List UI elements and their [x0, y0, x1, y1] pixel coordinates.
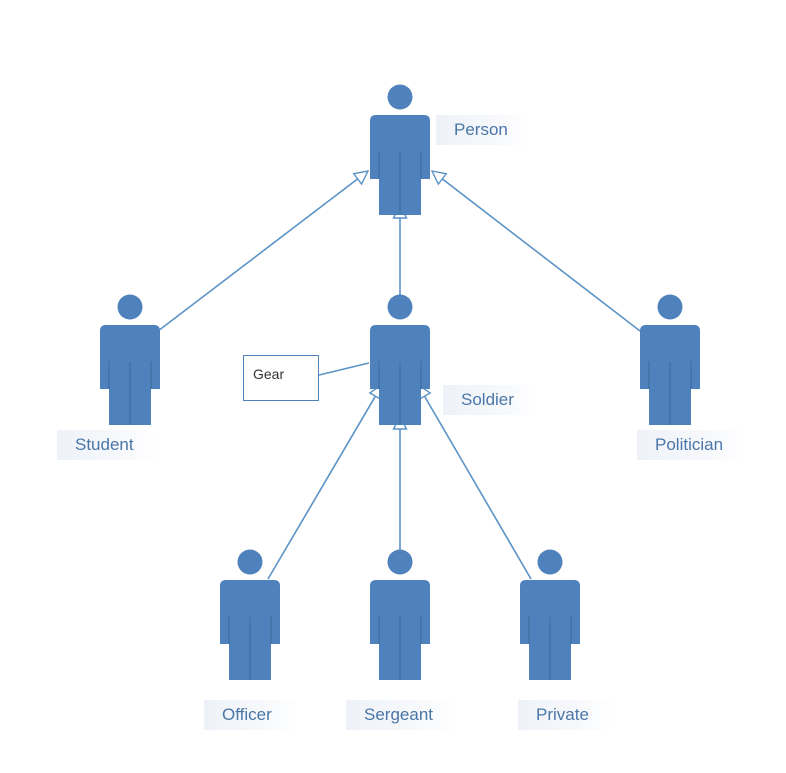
person-label: Person	[436, 115, 531, 145]
politician-to-person-connector	[441, 178, 641, 332]
private-label: Private	[518, 700, 613, 730]
soldier-actor-icon	[369, 294, 431, 426]
private-actor-icon	[519, 549, 581, 681]
gear-to-soldier-connector	[318, 362, 370, 376]
politician-label: Politician	[637, 430, 747, 460]
student-label: Student	[57, 430, 157, 460]
soldier-label: Soldier	[443, 385, 538, 415]
gear-box: Gear	[243, 355, 319, 401]
politician-actor-icon	[639, 294, 701, 426]
student-to-person-connector	[157, 178, 359, 332]
gear-label: Gear	[253, 366, 285, 382]
person-actor-icon	[369, 84, 431, 216]
officer-actor-icon	[219, 549, 281, 681]
student-actor-icon	[99, 294, 161, 426]
student-to-person-arrowhead	[352, 170, 370, 186]
sergeant-label: Sergeant	[346, 700, 456, 730]
sergeant-actor-icon	[369, 549, 431, 681]
officer-to-soldier-connector	[267, 395, 377, 580]
officer-label: Officer	[204, 700, 299, 730]
private-to-soldier-connector	[423, 395, 532, 580]
politician-to-person-arrowhead	[430, 170, 448, 186]
